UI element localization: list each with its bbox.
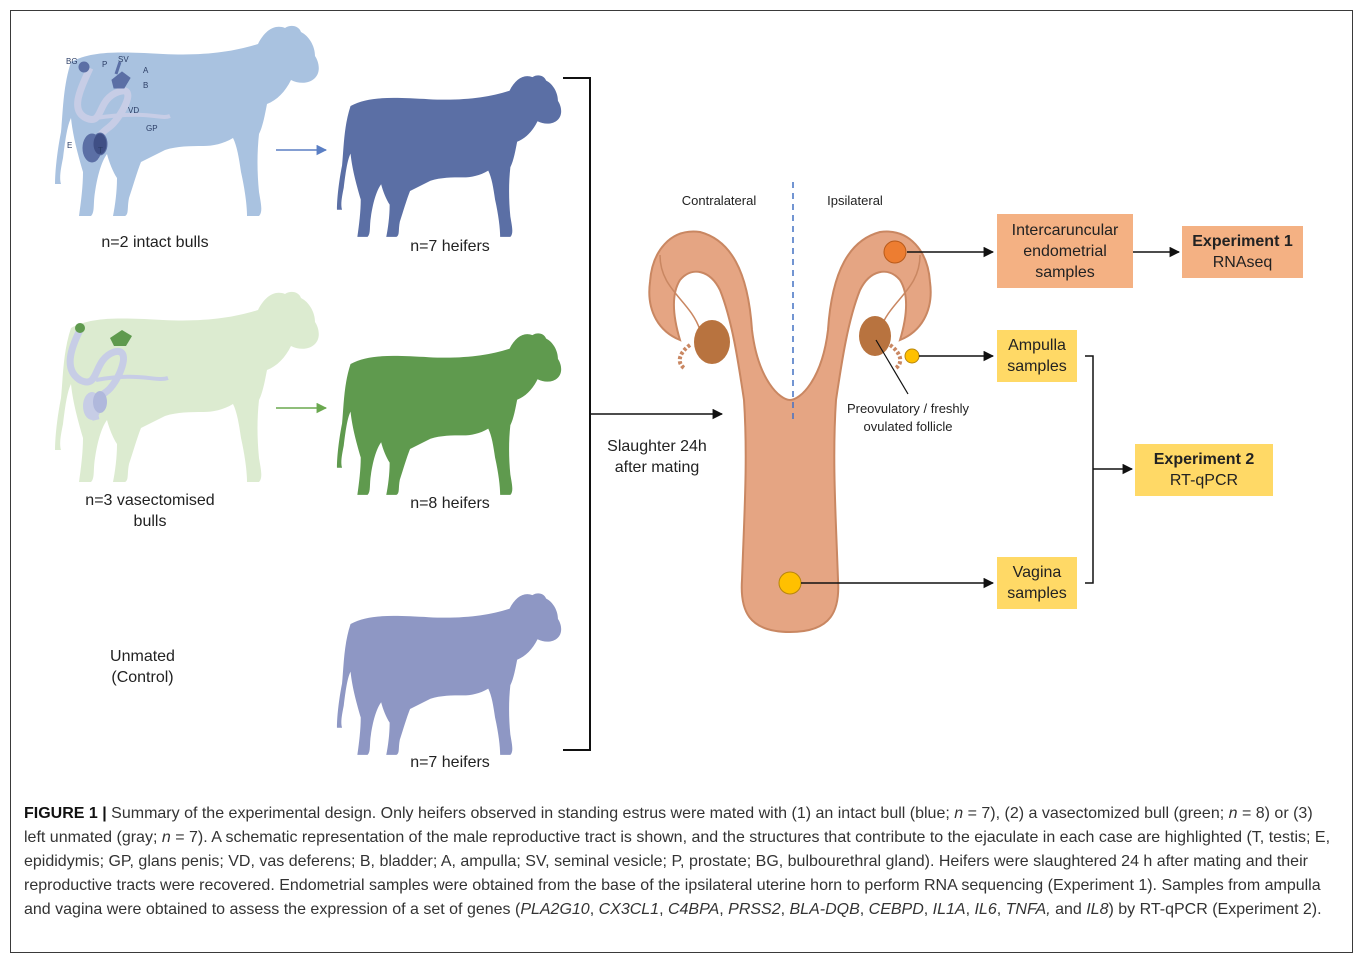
label-t: T bbox=[98, 146, 103, 156]
experiment-2-bracket bbox=[1085, 356, 1093, 583]
label-b: B bbox=[143, 81, 148, 91]
vagina-samples-box: Vagina samples bbox=[997, 557, 1077, 609]
intact-heifer-label: n=7 heifers bbox=[380, 236, 520, 257]
ampulla-samples-box: Ampulla samples bbox=[997, 330, 1077, 382]
label-p: P bbox=[102, 60, 107, 70]
ampulla-sample-dot bbox=[905, 349, 919, 363]
follicle-pointer bbox=[876, 340, 908, 394]
ipsilateral-label: Ipsilateral bbox=[812, 192, 898, 210]
label-vd: VD bbox=[128, 106, 139, 116]
figure-caption: FIGURE 1 | Summary of the experimental d… bbox=[24, 802, 1334, 922]
heifer-control-group bbox=[337, 593, 561, 755]
contralateral-label: Contralateral bbox=[668, 192, 770, 210]
label-a: A bbox=[143, 66, 148, 76]
label-gp: GP bbox=[146, 124, 158, 134]
label-sv: SV bbox=[118, 55, 129, 65]
vagina-sample-dot bbox=[779, 572, 801, 594]
control-label: Unmated(Control) bbox=[70, 646, 215, 688]
intact-bull-label: n=2 intact bulls bbox=[70, 232, 240, 253]
endometrial-sample-dot bbox=[884, 241, 906, 263]
label-e: E bbox=[67, 141, 72, 151]
experiment-1-box: Experiment 1 RNAseq bbox=[1182, 226, 1303, 278]
vasectomised-bull bbox=[55, 292, 319, 482]
control-heifer-label: n=7 heifers bbox=[380, 752, 520, 773]
heifer-intact-group bbox=[337, 75, 561, 237]
label-bg: BG bbox=[66, 57, 78, 67]
vasectomised-heifer-label: n=8 heifers bbox=[380, 493, 520, 514]
endometrial-samples-box: Intercaruncular endometrial samples bbox=[997, 214, 1133, 288]
heifer-group-bracket bbox=[563, 78, 590, 750]
intact-bull bbox=[55, 26, 319, 216]
heifer-vasectomised-group bbox=[337, 333, 561, 495]
experiment-2-box: Experiment 2 RT-qPCR bbox=[1135, 444, 1273, 496]
